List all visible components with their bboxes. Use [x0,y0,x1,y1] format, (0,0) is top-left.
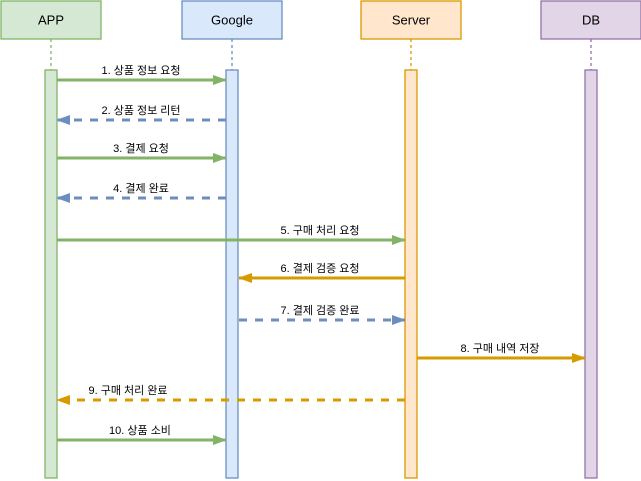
activation-bar-google [225,69,239,479]
actor-label-server: Server [392,13,431,28]
actor-server: Server [360,0,462,40]
message-label-6: 6. 결제 검증 요청 [280,262,359,275]
message-label-3: 3. 결제 요청 [113,142,169,155]
activation-bar-server [404,69,418,479]
actor-google: Google [181,0,283,40]
actor-label-google: Google [211,13,253,28]
actor-app: APP [0,0,102,40]
actor-box-server [360,0,462,40]
message-label-5: 5. 구매 처리 요청 [280,224,359,237]
actor-label-db: DB [582,13,600,28]
actor-label-app: APP [38,13,64,28]
actor-box-db [540,0,641,40]
actor-box-app [0,0,102,40]
activation-bar-db [584,69,598,479]
message-label-10: 10. 상품 소비 [109,424,171,437]
message-label-8: 8. 구매 내역 저장 [460,342,539,355]
actor-box-google [181,0,283,40]
activation-bar-app [44,69,58,479]
actor-db: DB [540,0,641,40]
message-label-4: 4. 결제 완료 [113,182,169,195]
message-label-2: 2. 상품 정보 리턴 [101,104,180,117]
message-label-7: 7. 결제 검증 완료 [280,304,359,317]
message-label-9: 9. 구매 처리 완료 [88,384,167,397]
message-label-1: 1. 상품 정보 요청 [101,64,180,77]
